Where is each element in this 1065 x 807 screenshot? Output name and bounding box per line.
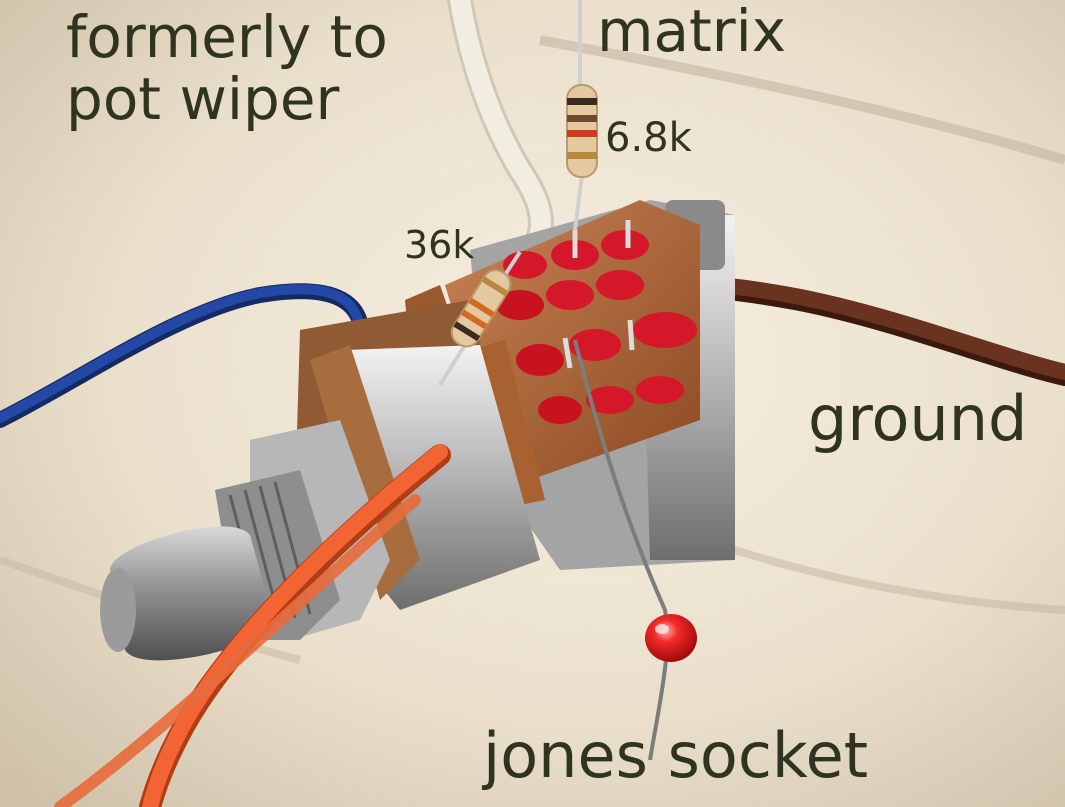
switch-lugs (562, 220, 635, 369)
pot-shaft (110, 526, 275, 661)
led-lead (573, 339, 670, 761)
orange-wire (142, 444, 448, 807)
label-formerly-to-pot-wiper: formerly to pot wiper (66, 6, 388, 130)
red-led (645, 614, 697, 662)
label-ground: ground (808, 382, 1028, 455)
label-36k-resistor: 36k (404, 223, 475, 267)
wire-shadow (539, 35, 1065, 165)
label-jones-socket: jones socket (483, 719, 869, 792)
label-formerly-line2: pot wiper (66, 65, 340, 133)
shaft-end (100, 568, 136, 652)
led-highlight (655, 624, 669, 634)
label-matrix: matrix (597, 0, 787, 65)
blue-wire (0, 284, 363, 423)
white-wire (450, 0, 551, 250)
label-6-8k-resistor: 6.8k (605, 115, 692, 161)
pot-wafer-side (310, 345, 420, 600)
resistor-6-8k (566, 0, 598, 231)
label-formerly-line1: formerly to (66, 3, 388, 71)
resistor-36k (438, 250, 522, 387)
orange-wire-2 (54, 494, 421, 807)
